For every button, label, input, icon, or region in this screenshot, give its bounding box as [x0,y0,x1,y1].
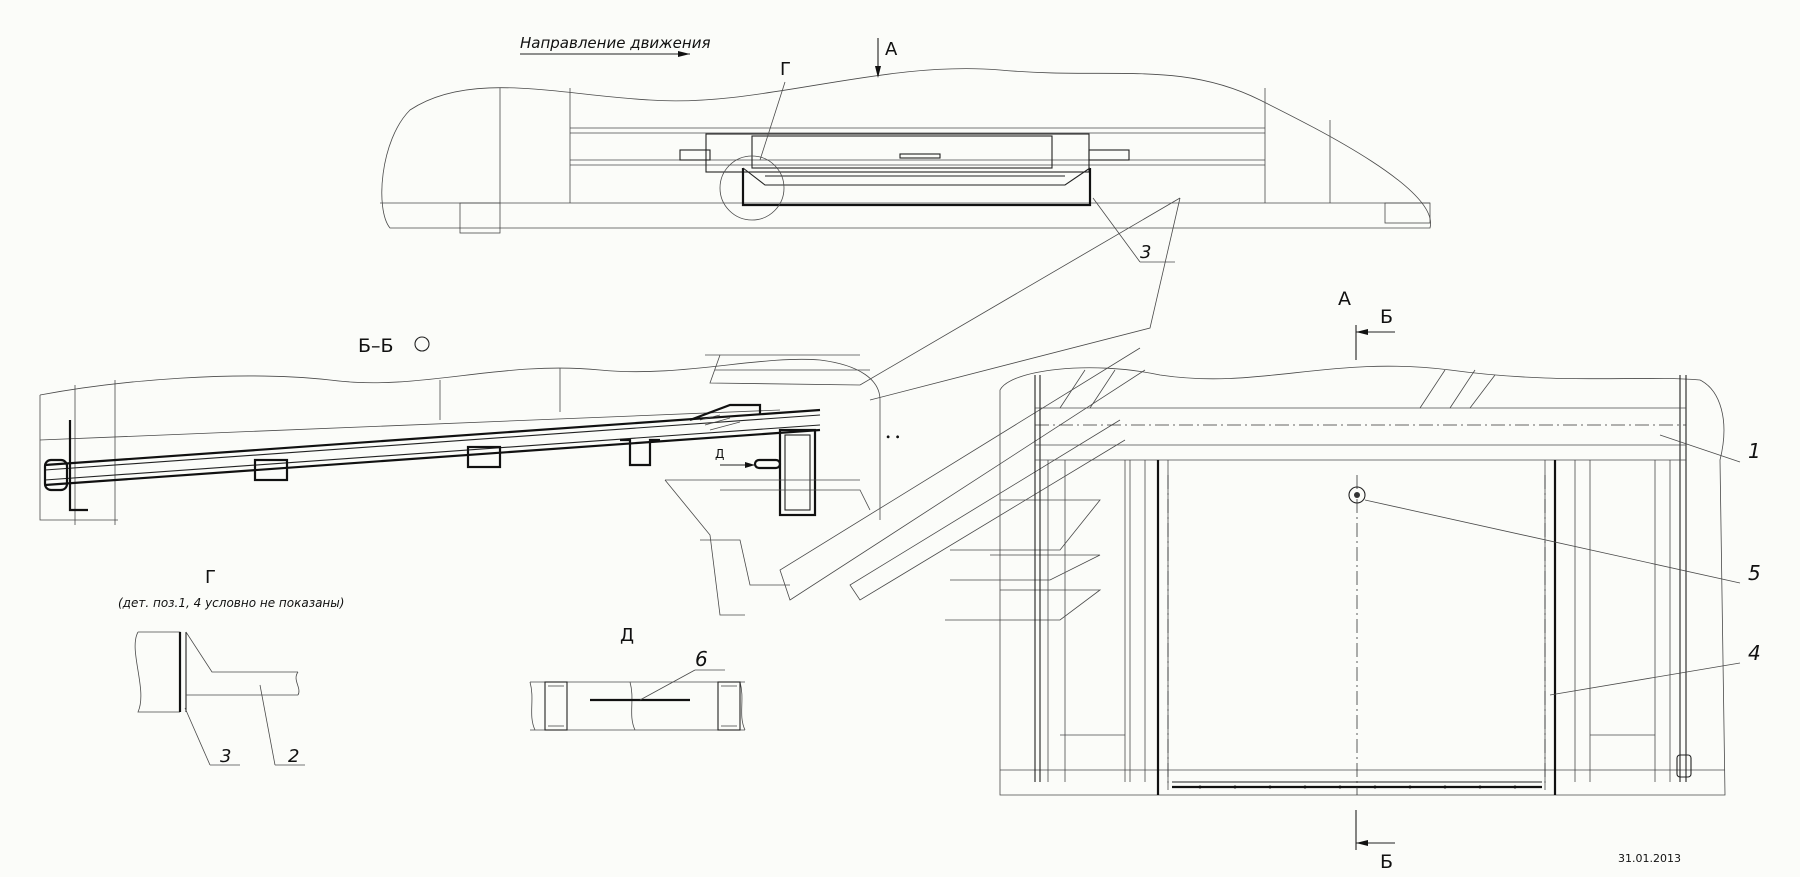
top-plan-view [380,68,1431,263]
callout-5: 5 [1748,561,1761,585]
detail-d: Д 6 [529,625,746,731]
detail-d-callout-6: 6 [695,647,708,671]
detail-d-mark: Д [715,447,724,461]
section-b-label-bottom: Б [1380,851,1393,873]
detail-g-note: (дет. поз.1, 4 условно не показаны) [118,596,344,610]
callout-3-top: 3 [1140,242,1151,263]
view-a: А Б [999,288,1761,873]
detail-g-callout-2: 2 [288,746,299,767]
direction-text: Направление движения [520,34,710,52]
detail-g: Г (дет. поз.1, 4 условно не показаны) 3 … [118,567,344,767]
view-a-label-top: А [885,39,898,60]
direction-indicator: Направление движения А Г 3 [520,34,1151,263]
svg-text:∙ ∙: ∙ ∙ [885,432,901,443]
detail-g-title: Г [205,567,216,588]
section-bb-view: Б–Б Д ∙ ∙ [39,335,901,525]
section-a-label: А [1338,288,1351,310]
drawing-date: 31.01.2013 [1618,852,1681,865]
detail-d-title: Д [620,625,634,646]
callout-1: 1 [1748,439,1761,463]
detail-g-callout-3: 3 [220,746,231,767]
view-g-mark: Г [780,59,791,80]
section-b-label-top: Б [1380,306,1393,328]
callout-4: 4 [1748,641,1761,665]
section-bb-label: Б–Б [358,335,394,357]
projection-lines [664,197,1181,621]
